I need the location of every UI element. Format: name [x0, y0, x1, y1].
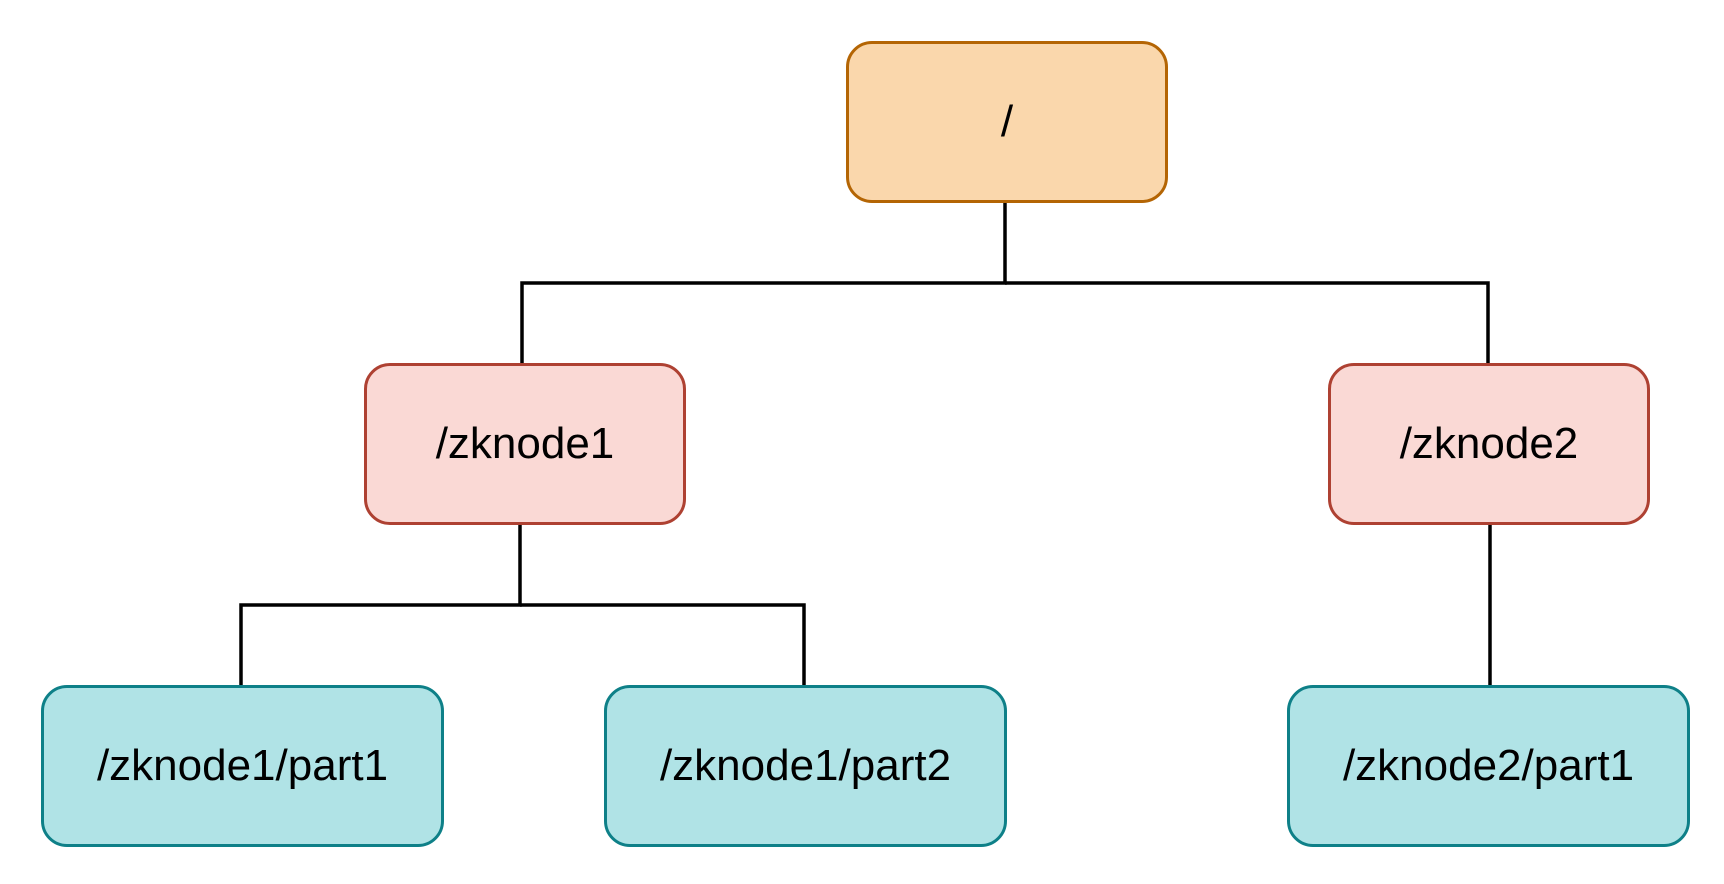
- node-zknode2-part1: /zknode2/part1: [1287, 685, 1690, 847]
- node-zknode1-part2: /zknode1/part2: [604, 685, 1007, 847]
- node-zknode1-label: /zknode1: [435, 419, 615, 468]
- node-zknode2-label: /zknode2: [1399, 419, 1579, 468]
- edge-root-zknode2: [1005, 281, 1490, 363]
- node-zknode1: /zknode1: [364, 363, 686, 525]
- node-zknode1-part1-label: /zknode1/part1: [96, 741, 389, 790]
- node-zknode2-part1-label: /zknode2/part1: [1342, 741, 1635, 790]
- edge-zknode1-part1: [239, 525, 522, 685]
- node-zknode2: /zknode2: [1328, 363, 1650, 525]
- node-zknode1-part1: /zknode1/part1: [41, 685, 444, 847]
- node-root-label: /: [1000, 97, 1014, 146]
- edge-zknode1-part2: [520, 603, 806, 685]
- node-zknode1-part2-label: /zknode1/part2: [659, 741, 952, 790]
- edge-root-zknode1: [520, 203, 1007, 363]
- node-root: /: [846, 41, 1168, 203]
